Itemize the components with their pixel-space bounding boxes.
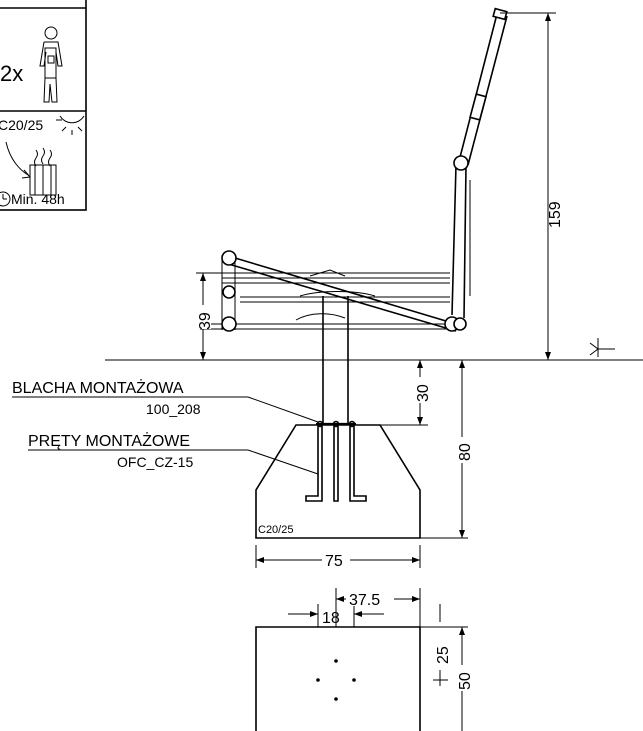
dim-bolt-offset-text: 37.5 <box>349 592 380 609</box>
plate-label: BLACHA MONTAŻOWA 100_208 <box>12 378 319 423</box>
bars-label: PRĘTY MONTAŻOWE OFC_CZ-15 <box>28 431 319 475</box>
dim-plan-depth: 50 <box>420 626 474 731</box>
info-panel: 2x C20/25 <box>0 0 87 211</box>
dim-footing-depth: 80 <box>420 360 474 539</box>
bench-side-view <box>200 7 508 425</box>
sun-icon <box>56 115 85 135</box>
installers-count: 2x <box>0 61 23 86</box>
clock-icon <box>0 191 11 207</box>
plate-code: 100_208 <box>146 401 201 417</box>
dim-footing-width-text: 75 <box>325 553 343 570</box>
dim-footing-depth-text: 80 <box>457 443 474 461</box>
ground-level-icon <box>589 338 615 357</box>
cure-time: Min. 48h <box>11 191 65 207</box>
plate-title: BLACHA MONTAŻOWA <box>12 378 184 397</box>
footing-concrete-class: C20/25 <box>258 524 293 536</box>
dim-plan-offset: 25 <box>433 604 452 686</box>
dim-bolt-spacing: 18 <box>288 604 384 627</box>
concrete-footing: C20/25 <box>255 420 421 539</box>
dim-plan-depth-text: 50 <box>457 672 474 690</box>
footing-plan-view: 18 37.5 25 50 <box>255 588 474 731</box>
dim-seat-height-text: 39 <box>197 312 214 330</box>
bars-title: PRĘTY MONTAŻOWE <box>28 431 190 450</box>
dim-footing-width: 75 <box>255 545 421 570</box>
dim-embed-depth: 30 <box>352 360 432 426</box>
dim-total-height: 159 <box>500 12 564 360</box>
dim-embed-depth-text: 30 <box>415 384 432 402</box>
dim-bolt-offset: 37.5 <box>335 588 421 627</box>
worker-icon <box>39 26 63 103</box>
dim-seat-height: 39 <box>195 272 218 360</box>
mounting-bars <box>305 426 367 502</box>
dim-total-height-text: 159 <box>547 201 564 228</box>
dim-bolt-spacing-text: 18 <box>322 610 340 627</box>
concrete-class: C20/25 <box>0 117 43 133</box>
dim-plan-offset-text: 25 <box>435 646 452 664</box>
concrete-pour-icon <box>5 141 57 196</box>
bars-code: OFC_CZ-15 <box>117 454 193 470</box>
